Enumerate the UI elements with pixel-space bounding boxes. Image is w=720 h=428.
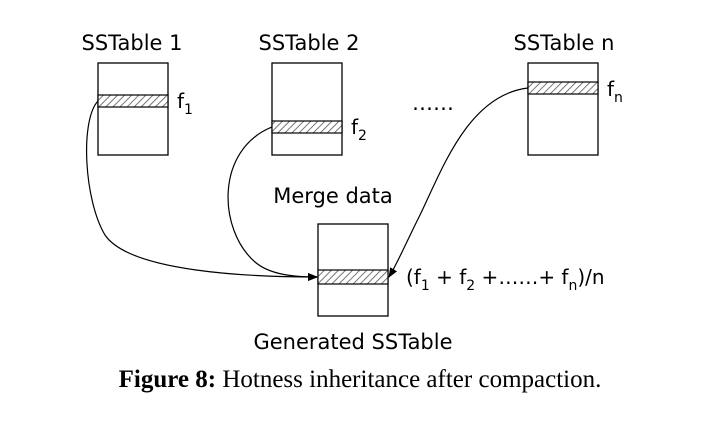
sstable-n: SSTable n fn [514, 31, 623, 156]
sstable-1: SSTable 1 f1 [81, 31, 193, 156]
averaged-frequency-formula: (f1 + f2 +……+ fn)/n [406, 265, 605, 294]
sstable-2-hot-band [271, 120, 343, 134]
sstable-1-frequency-base: f [177, 89, 185, 113]
generated-sstable: Generated SSTable [253, 223, 453, 354]
sstable-1-frequency: f1 [177, 89, 193, 118]
merge-arrow-from-sstable-1 [86, 100, 318, 281]
sstable-2-frequency: f2 [351, 115, 367, 144]
sstable-1-hot-band [97, 94, 169, 108]
generated-sstable-label: Generated SSTable [253, 330, 452, 354]
caption-text: Hotness inheritance after compaction. [216, 366, 602, 393]
merge-data-label: Merge data [273, 184, 393, 208]
sstable-2-label: SSTable 2 [258, 31, 359, 55]
caption-prefix: Figure 8: [118, 366, 217, 393]
sstable-2: SSTable 2 f2 [258, 31, 367, 156]
sstable-n-box [527, 62, 599, 156]
formula-sub-2: 2 [466, 278, 475, 294]
generated-sstable-hot-band [317, 269, 389, 285]
formula-plus-2: +……+ f [475, 265, 569, 289]
sstable-1-frequency-subscript: 1 [184, 102, 193, 118]
formula-sub-n: n [568, 278, 577, 294]
sstable-n-hot-band [527, 81, 599, 95]
figure-caption: Figure 8: Hotness inheritance after comp… [0, 366, 720, 394]
sstable-2-frequency-base: f [351, 115, 359, 139]
ellipsis: …… [412, 91, 454, 115]
sstable-1-box [97, 62, 169, 156]
formula-plus-1: + f [430, 265, 467, 289]
merge-arrow-from-sstable-n [388, 87, 529, 278]
sstable-2-frequency-subscript: 2 [358, 128, 367, 144]
sstable-n-frequency-base: f [607, 77, 615, 101]
sstable-1-label: SSTable 1 [81, 31, 182, 55]
sstable-n-frequency: fn [607, 77, 623, 106]
formula-open: (f [406, 265, 422, 289]
merge-arrow-from-sstable-2 [227, 126, 318, 281]
formula-sub-1: 1 [421, 278, 430, 294]
sstable-2-box [271, 62, 343, 156]
formula-close: )/n [577, 265, 604, 289]
sstable-n-frequency-subscript: n [614, 90, 623, 106]
sstable-n-label: SSTable n [514, 31, 615, 55]
